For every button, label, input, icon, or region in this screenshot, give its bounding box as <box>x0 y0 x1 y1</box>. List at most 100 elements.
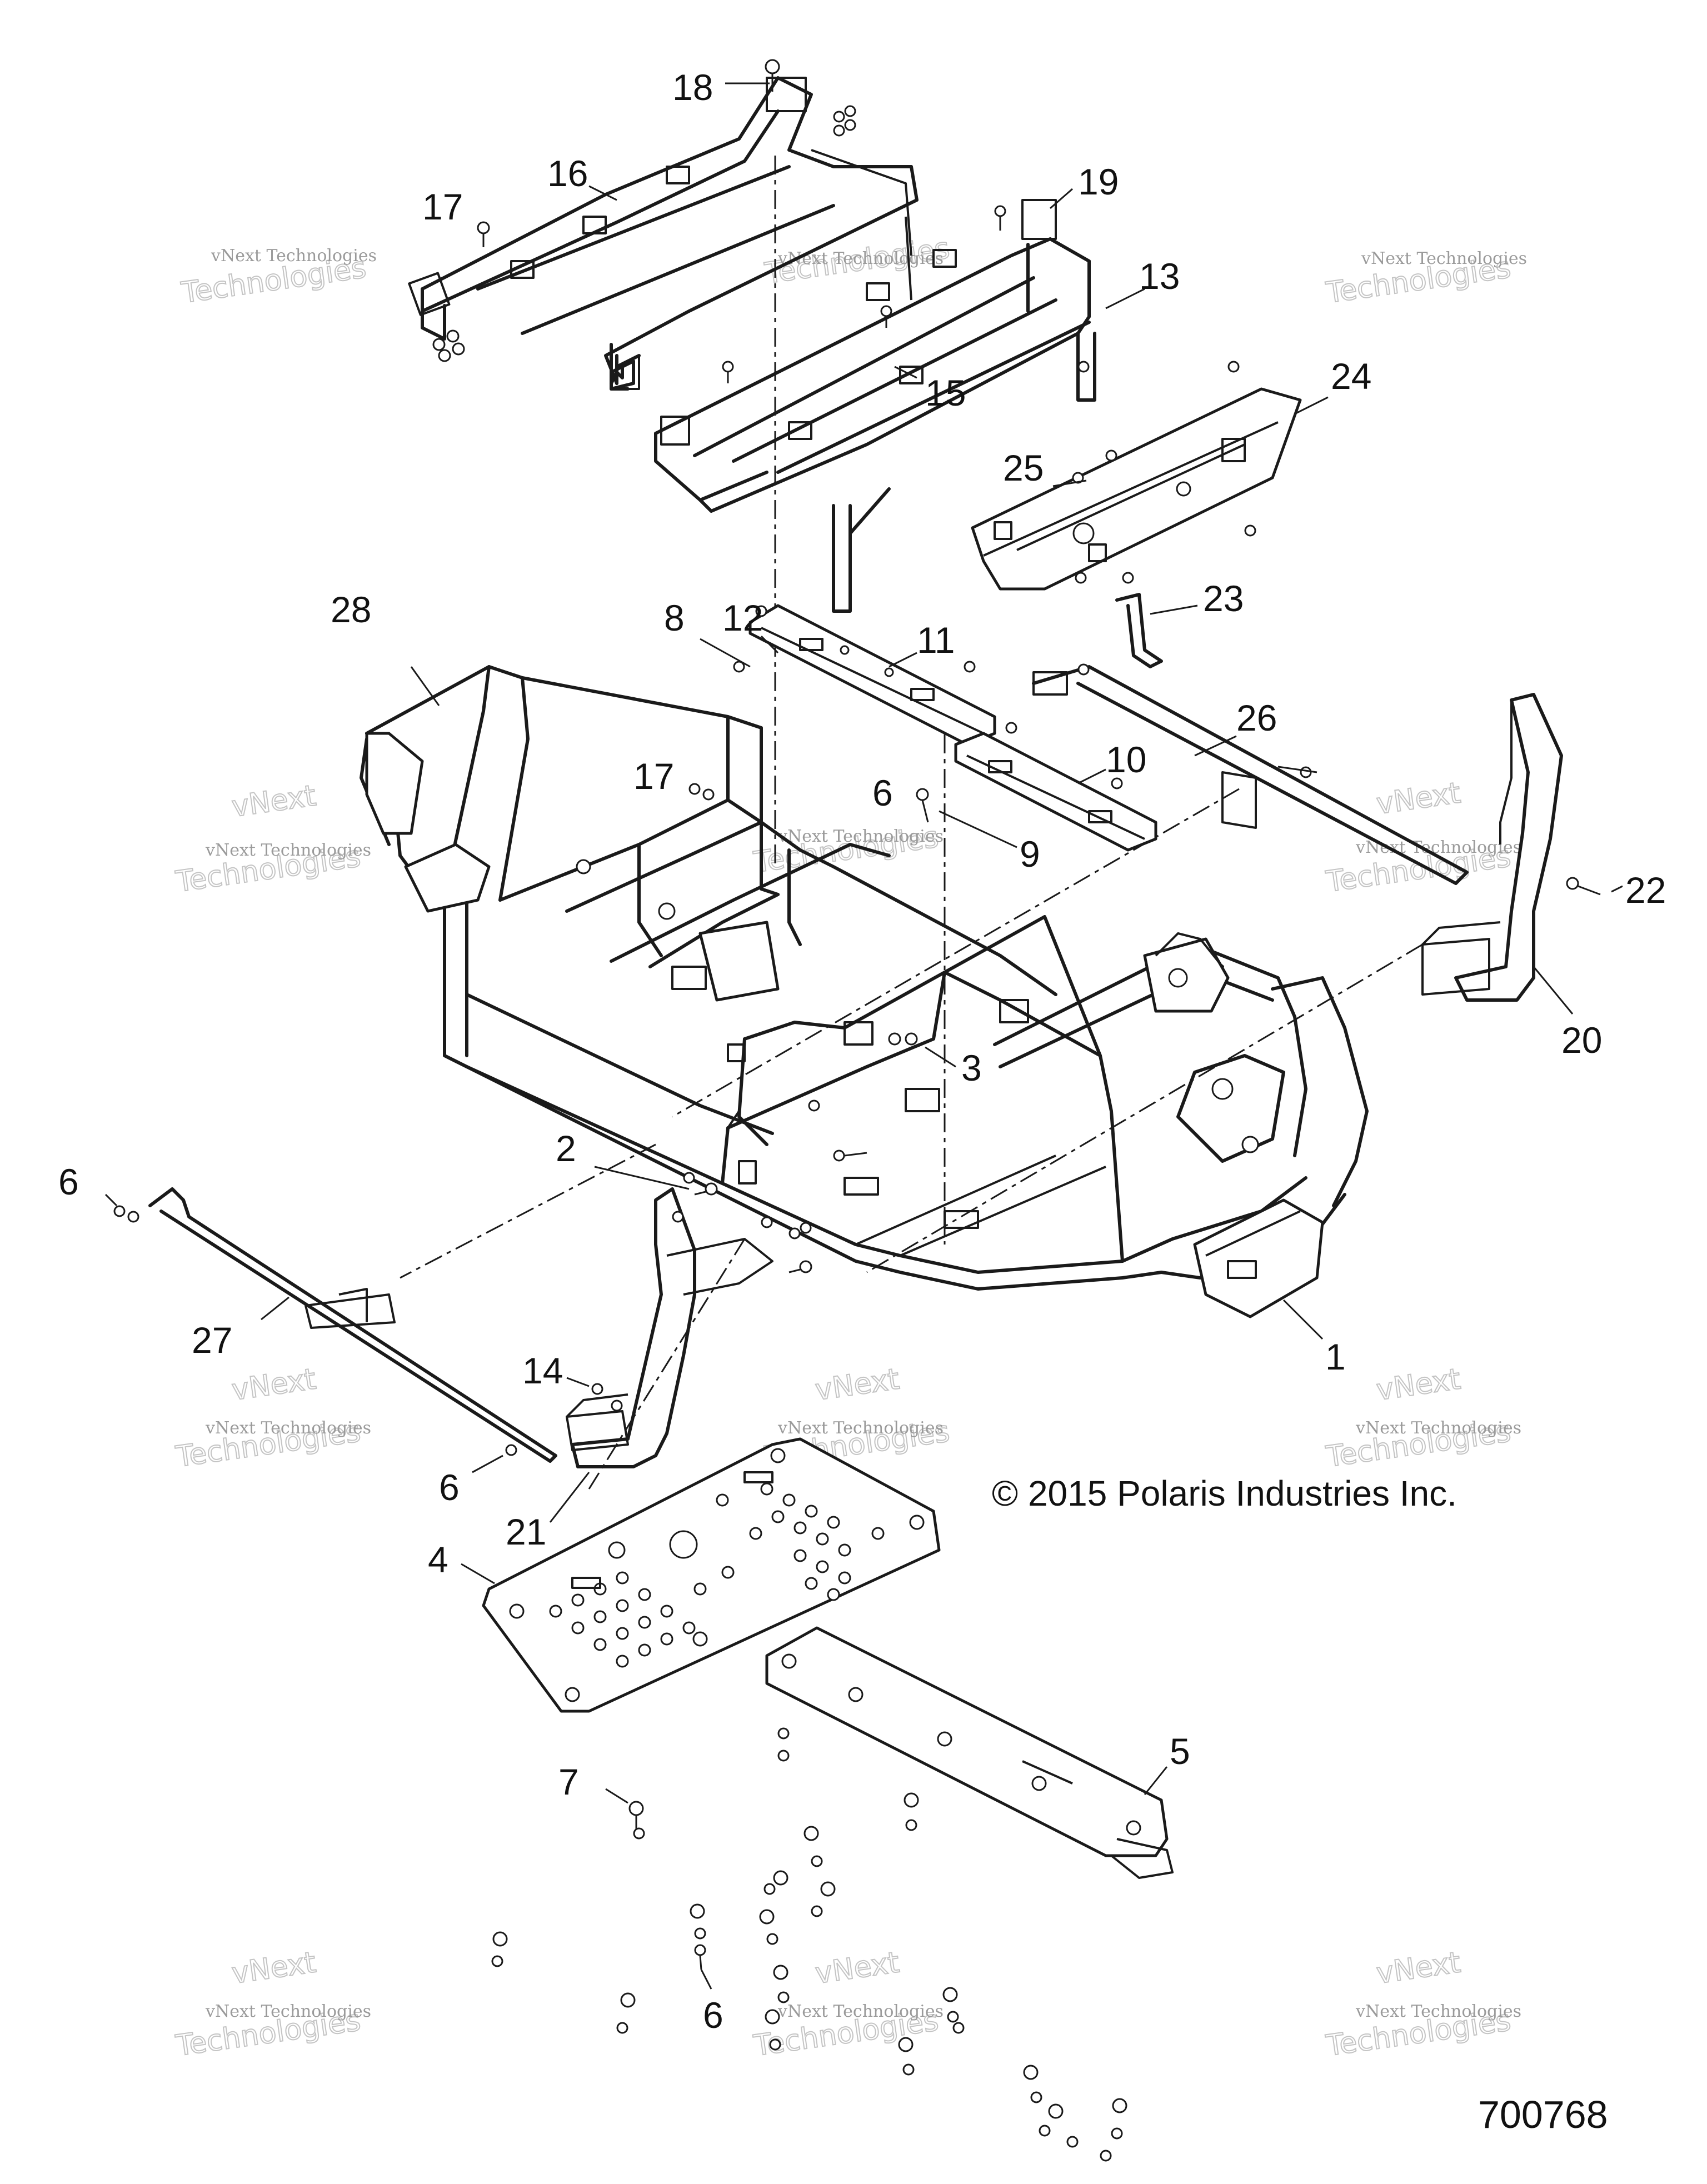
callout-19: 19 <box>1078 161 1119 202</box>
fastener <box>766 1933 778 1945</box>
watermark-bottom-right: vNext Technologies vNext Technologies <box>1323 1945 1521 2063</box>
watermark-mid-right: vNext Technologies vNext Technologies <box>1323 776 1521 899</box>
fastener <box>620 1992 636 2008</box>
fastener <box>1077 663 1090 676</box>
watermark-mid-left: vNext Technologies vNext Technologies <box>173 778 371 899</box>
callout-27: 27 <box>192 1320 232 1361</box>
fasteners <box>113 59 1601 2162</box>
callout-17-top: 17 <box>422 186 463 227</box>
callout-7: 7 <box>558 1761 579 1802</box>
part-13-seat-frame-lower <box>610 199 1096 613</box>
watermark-top-left: Technologies vNext Technologies <box>178 246 377 311</box>
assembly-line-rail-27 <box>400 1143 656 1279</box>
watermark-small-text: vNext Technologies <box>205 2002 371 2021</box>
fastener <box>690 1903 705 1919</box>
watermark-small-text: vNext Technologies <box>777 1418 944 1438</box>
leader-line-9 <box>939 810 1017 848</box>
watermark-small-text: vNext Technologies <box>1355 1418 1521 1438</box>
fastener <box>773 1870 788 1886</box>
callout-3: 3 <box>961 1047 982 1088</box>
watermark-small-text: vNext Technologies <box>1355 2002 1521 2021</box>
fastener <box>769 2038 781 2051</box>
assembly-line-bracket-21 <box>588 1238 746 1490</box>
fastener <box>905 1032 918 1046</box>
fastener <box>800 1222 812 1234</box>
part-23-bracket <box>1115 593 1163 668</box>
fastener <box>672 1211 684 1223</box>
leader-line-15 <box>894 366 917 379</box>
watermark-big-text: vNext <box>229 779 318 824</box>
callout-10: 10 <box>1106 739 1146 780</box>
leader-line-10 <box>1077 768 1106 784</box>
leader-line-6a <box>104 1193 118 1207</box>
callout-15: 15 <box>925 372 966 413</box>
part-1-main-frame <box>360 665 1369 1318</box>
fastener <box>773 1965 788 1980</box>
leader-line-5 <box>1144 1766 1168 1795</box>
watermark-big-text: vNext <box>229 1362 318 1407</box>
fastener <box>616 2022 628 2034</box>
part-20-rear-bracket <box>1421 693 1563 1002</box>
fastener <box>683 1172 695 1184</box>
fastener <box>628 1801 644 1833</box>
fastener <box>702 788 715 801</box>
callout-20: 20 <box>1561 1019 1602 1061</box>
callout-1: 1 <box>1325 1336 1346 1377</box>
leader-line-14 <box>566 1377 590 1387</box>
watermark-small-text: vNext Technologies <box>777 827 944 846</box>
callout-2: 2 <box>556 1128 576 1169</box>
watermark-big-text: vNext <box>229 1946 318 1991</box>
callout-21: 21 <box>506 1511 546 1552</box>
leader-line-16 <box>588 185 617 201</box>
fastener <box>1075 572 1087 584</box>
leader-line-4 <box>461 1563 495 1585</box>
fastener <box>755 605 767 617</box>
fastener <box>788 1260 812 1273</box>
callout-22: 22 <box>1625 869 1666 911</box>
fastener <box>844 105 856 117</box>
fastener <box>902 2063 915 2076</box>
leader-line-13 <box>1105 288 1145 309</box>
leader-line-21 <box>549 1472 590 1523</box>
part-24-seat-base-panel <box>971 387 1302 591</box>
leader-line-11 <box>889 652 917 668</box>
leader-line-3 <box>925 1046 956 1068</box>
leader-line-24 <box>1294 396 1329 415</box>
fastener <box>788 1227 801 1240</box>
leader-line-6d <box>700 1969 712 1990</box>
fastener <box>1105 449 1117 462</box>
watermark-small-text: vNext Technologies <box>211 246 377 266</box>
callout-23: 23 <box>1203 578 1244 619</box>
fastener <box>694 1944 706 1970</box>
fastener <box>432 338 446 351</box>
callout-13: 13 <box>1139 256 1180 297</box>
fastener <box>1277 766 1317 778</box>
part-5-skid-plate-rear <box>765 1626 1174 1879</box>
fastener <box>964 661 976 673</box>
part-21-front-bracket <box>566 1187 773 1468</box>
fastener <box>942 1987 958 2002</box>
assembly-line-bracket-20 <box>866 943 1423 1273</box>
fastener <box>763 1883 776 1895</box>
watermark-top-right: Technologies vNext Technologies <box>1323 249 1527 311</box>
fastener <box>505 1444 517 1456</box>
callout-6-left: 6 <box>58 1161 79 1202</box>
part-11-seat-rail <box>748 604 996 746</box>
fastener <box>611 1400 623 1412</box>
diagram-number: 700768 <box>1478 2093 1608 2136</box>
fastener <box>888 1032 901 1046</box>
fastener <box>491 1955 503 1967</box>
part-10-seat-rail <box>954 732 1157 852</box>
fastener <box>904 1792 919 1808</box>
leader-line-8 <box>700 638 751 668</box>
callout-28: 28 <box>331 589 371 630</box>
fastener <box>994 205 1006 231</box>
fastener <box>765 2009 780 2025</box>
watermark-big-text: vNext <box>1374 1946 1463 1991</box>
fastener <box>916 788 929 823</box>
watermark-big-text: vNext <box>1374 1362 1463 1407</box>
leader-line-2 <box>594 1166 690 1190</box>
fastener <box>733 661 745 673</box>
fastener <box>777 1750 790 1762</box>
callout-26: 26 <box>1236 697 1277 738</box>
